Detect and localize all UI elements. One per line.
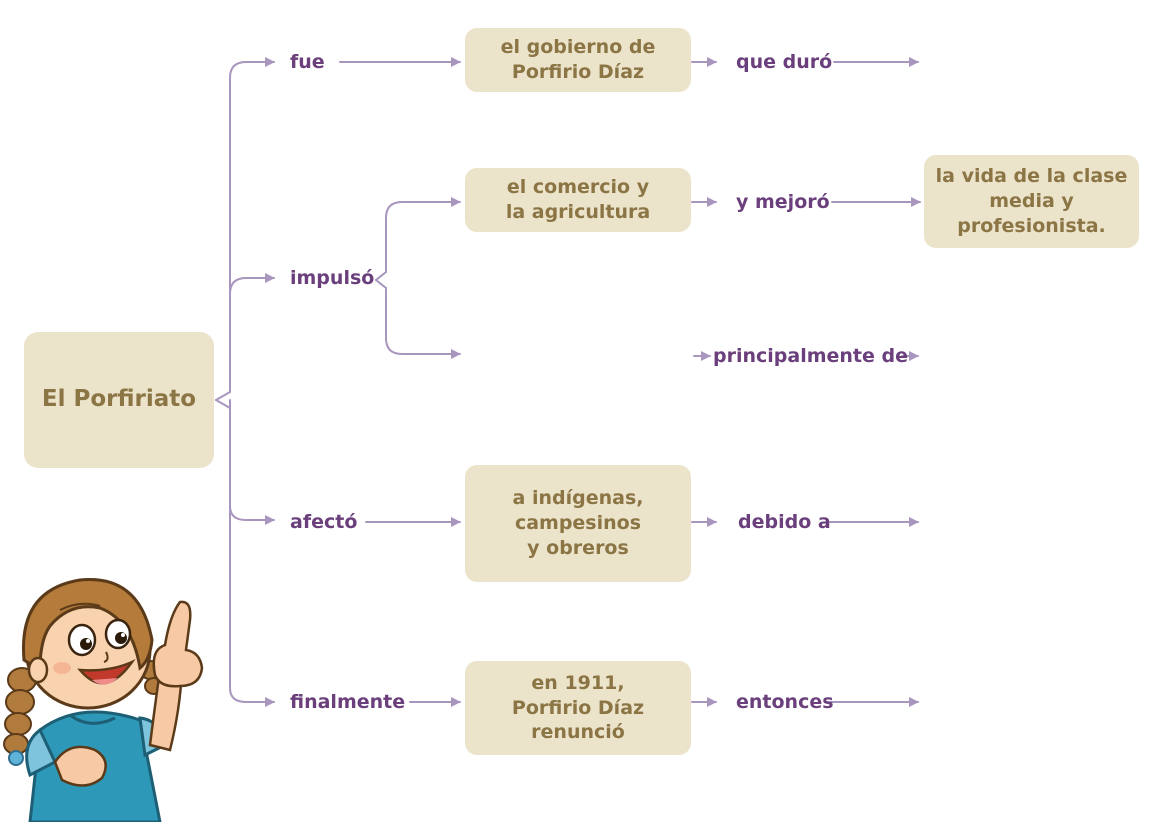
label-principalmente-de: principalmente de xyxy=(713,345,909,367)
girl-illustration xyxy=(3,578,204,822)
node-indigenas: a indígenas, campesinos y obreros xyxy=(465,465,691,582)
main-brace xyxy=(215,57,275,401)
hand-chest xyxy=(53,745,107,787)
node-comercio: el comercio y la agricultura xyxy=(465,168,691,232)
node-renuncio: en 1911, Porfirio Díaz renunció xyxy=(465,661,691,755)
root-label: El Porfiriato xyxy=(41,386,197,413)
label-fue: fue xyxy=(290,51,325,73)
node-renuncio-text: en 1911, Porfirio Díaz renunció xyxy=(511,671,645,744)
label-y-mejoro: y mejoró xyxy=(736,191,830,213)
label-finalmente: finalmente xyxy=(290,691,406,713)
root-node: El Porfiriato xyxy=(24,332,214,468)
impulso-brace xyxy=(375,197,461,281)
label-impulso: impulsó xyxy=(290,267,375,289)
label-entonces: entonces xyxy=(736,691,834,713)
label-debido-a: debido a xyxy=(738,511,831,533)
node-vida-text: la vida de la clase media y profesionist… xyxy=(935,165,1128,237)
node-indigenas-text: a indígenas, campesinos y obreros xyxy=(512,487,644,559)
pointing-hand xyxy=(152,600,204,688)
label-afecto: afectó xyxy=(290,511,358,533)
hair xyxy=(21,578,154,673)
label-que-duro: que duró xyxy=(736,51,833,73)
node-comercio-text: el comercio y la agricultura xyxy=(505,176,651,223)
node-gobierno-text: el gobierno de Porfirio Díaz xyxy=(500,36,656,83)
node-gobierno: el gobierno de Porfirio Díaz xyxy=(465,28,691,92)
node-vida-clase-media: la vida de la clase media y profesionist… xyxy=(924,155,1139,248)
